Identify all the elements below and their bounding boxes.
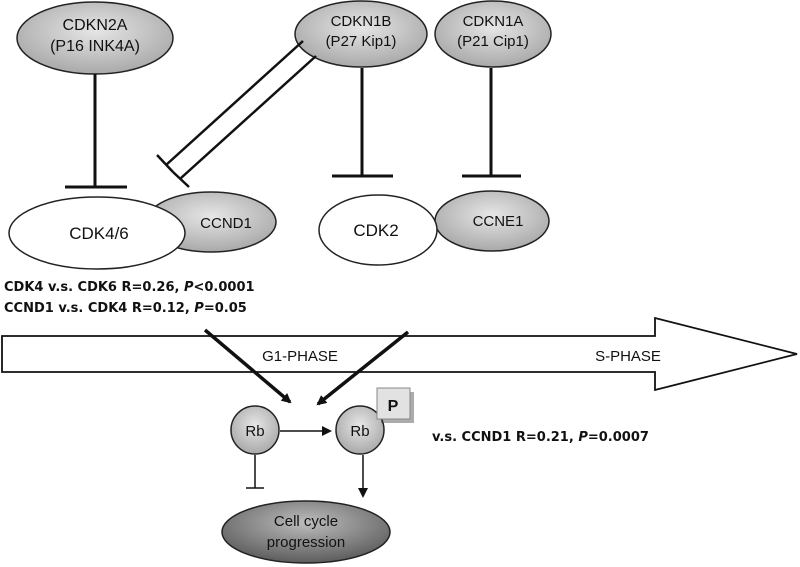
cdkn1a-alias: (P21 Cip1): [457, 33, 529, 50]
cdkn2a-name: CDKN2A: [63, 17, 128, 34]
cdk2-shape: [318, 194, 438, 266]
cdkn1b-node: CDKN1B (P27 Kip1): [294, 0, 428, 68]
cell-cycle-progression-node: Cell cycle progression: [221, 500, 391, 564]
inhibit-cdkn2a-cdk46: [65, 74, 127, 189]
cdk2-to-rb-arrow: [316, 330, 410, 406]
outcome-line2: progression: [267, 534, 345, 551]
ccnd1-label: CCND1: [200, 215, 252, 232]
cell-cycle-phase-arrow: G1-PHASE S-PHASE: [1, 316, 798, 392]
rb-inhibit-progression: [246, 455, 264, 489]
cdkn2a-alias: (P16 INK4A): [50, 38, 140, 55]
cdkn1a-name: CDKN1A: [463, 13, 524, 30]
outcome-line1: Cell cycle: [274, 513, 338, 530]
ccne1-label: CCNE1: [473, 213, 524, 230]
correlation-rb-ccnd1: v.s. CCND1 R=0.21, P=0.0007: [432, 430, 649, 445]
cdkn1b-name: CDKN1B: [331, 13, 392, 30]
cdk46-complex: CDK4/6 CCND1: [8, 191, 277, 270]
cdk46-to-rb-arrow: [203, 328, 292, 404]
cdk46-shape: [8, 196, 186, 270]
cdk2-label: CDK2: [353, 221, 398, 240]
inhibit-cdkn1a-ccne1: [462, 68, 521, 178]
cdkn1b-alias: (P27 Kip1): [326, 33, 397, 50]
inhibit-cdkn1b-cdk2: [332, 68, 393, 178]
phosphate-badge: P: [376, 387, 414, 423]
cdkn1a-node: CDKN1A (P21 Cip1): [434, 0, 552, 68]
phospho-rb-label: Rb: [350, 423, 369, 440]
s-phase-label: S-PHASE: [595, 348, 661, 365]
phosphate-label: P: [388, 398, 399, 415]
rb-label: Rb: [245, 423, 264, 440]
g1-phase-label: G1-PHASE: [262, 348, 338, 365]
cdkn1b-to-cdk46-arrow: [156, 40, 317, 188]
phospho-rb-node: Rb: [335, 405, 385, 455]
correlation-ccnd1-cdk4: CCND1 v.s. CDK4 R=0.12, P=0.05: [4, 301, 247, 316]
cdkn2a-node: CDKN2A (P16 INK4A): [16, 1, 174, 75]
correlation-cdk4-cdk6: CDK4 v.s. CDK6 R=0.26, P<0.0001: [4, 280, 255, 295]
cdk2-complex: CDK2 CCNE1: [318, 190, 550, 266]
rb-node: Rb: [230, 405, 280, 455]
cdk46-label: CDK4/6: [69, 224, 129, 243]
